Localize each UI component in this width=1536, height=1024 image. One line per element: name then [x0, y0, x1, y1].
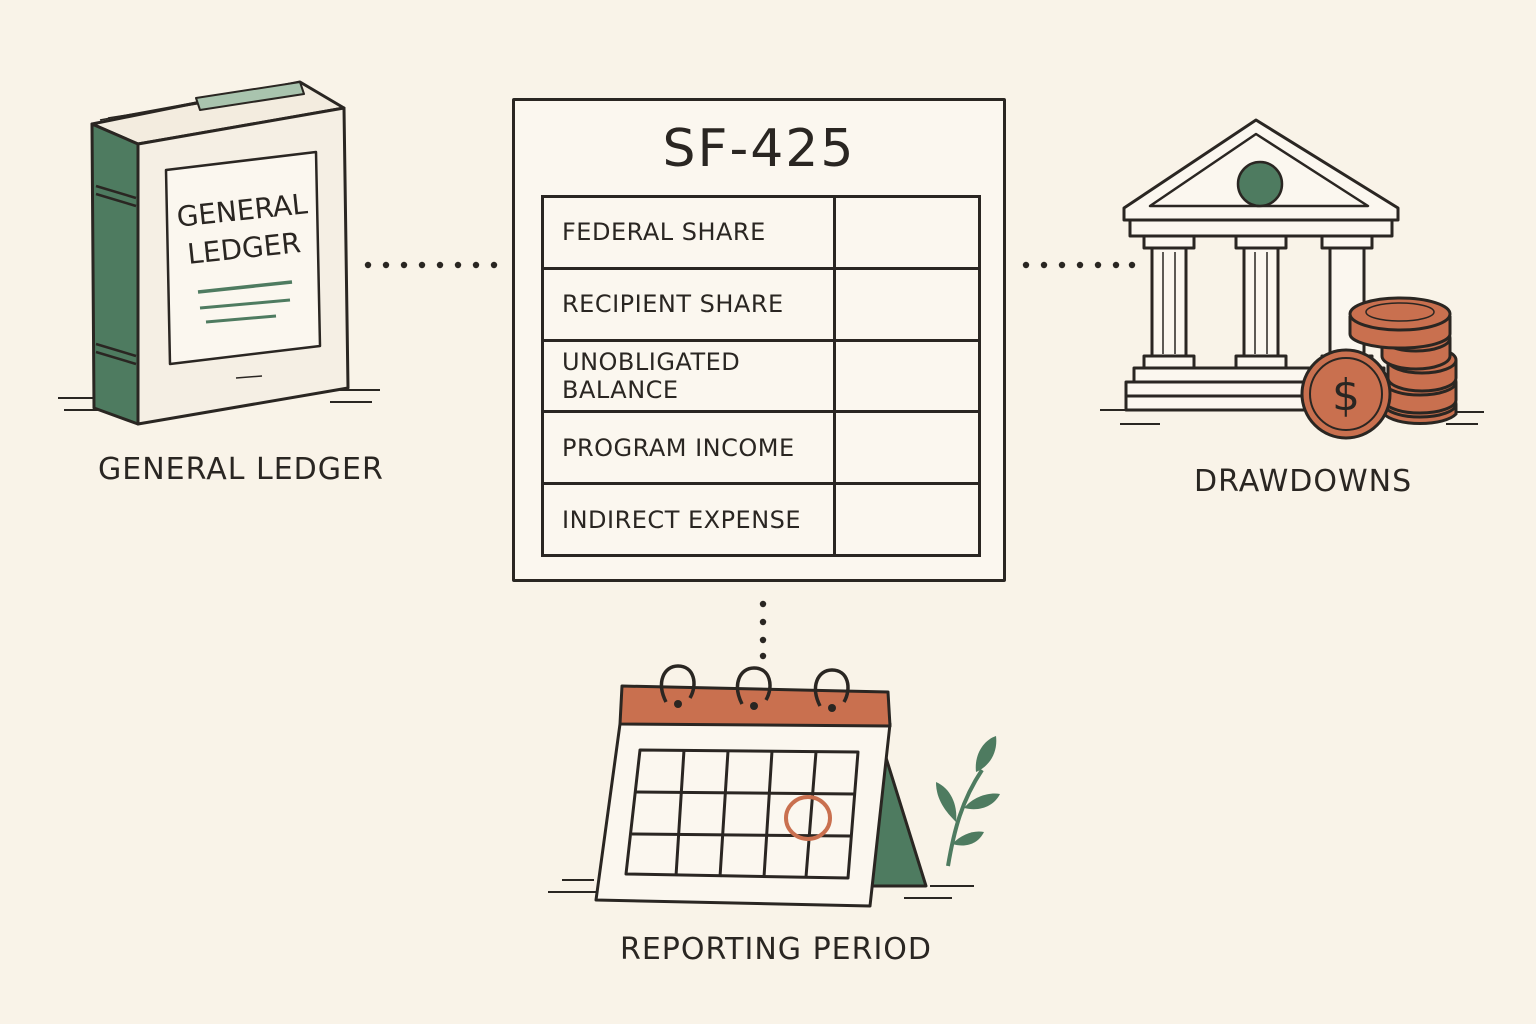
form-title: SF-425 — [662, 119, 856, 179]
form-row-label-recipient-share: RECIPIENT SHARE — [544, 269, 836, 339]
drawdowns-label: DRAWDOWNS — [1194, 464, 1413, 499]
coin-dollar-symbol: $ — [1332, 370, 1360, 421]
calendar-icon — [548, 664, 974, 908]
form-row-label-unobligated-balance: UNOBLIGATED BALANCE — [544, 341, 836, 411]
connector-ledger-to-form — [364, 261, 498, 269]
form-row-label-indirect-expense: INDIRECT EXPENSE — [544, 485, 836, 554]
form-table: FEDERAL SHARE RECIPIENT SHARE UNOBLIGATE… — [541, 195, 981, 557]
form-row: RECIPIENT SHARE — [544, 269, 978, 342]
coin-stack-icon — [1300, 296, 1458, 440]
form-row-value-cell — [836, 413, 978, 482]
form-row: FEDERAL SHARE — [544, 198, 978, 270]
form-row-value-cell — [836, 270, 978, 339]
form-row: PROGRAM INCOME — [544, 413, 978, 486]
form-row-label-program-income: PROGRAM INCOME — [544, 413, 836, 483]
form-row: INDIRECT EXPENSE — [544, 485, 978, 554]
form-row-label-federal-share: FEDERAL SHARE — [544, 198, 836, 267]
general-ledger-label: GENERAL LEDGER — [98, 452, 384, 487]
form-row: UNOBLIGATED BALANCE — [544, 341, 978, 414]
sprout-icon — [936, 736, 1000, 867]
sf-425-form: SF-425 FEDERAL SHARE RECIPIENT SHARE UNO… — [512, 98, 1006, 582]
ledger-book-icon — [58, 80, 380, 426]
connector-form-to-calendar — [759, 600, 767, 660]
form-row-value-cell — [836, 342, 978, 411]
connector-form-to-drawdowns — [1022, 261, 1136, 269]
form-row-value-cell — [836, 198, 978, 267]
form-row-value-cell — [836, 485, 978, 554]
reporting-period-label: REPORTING PERIOD — [620, 932, 933, 967]
